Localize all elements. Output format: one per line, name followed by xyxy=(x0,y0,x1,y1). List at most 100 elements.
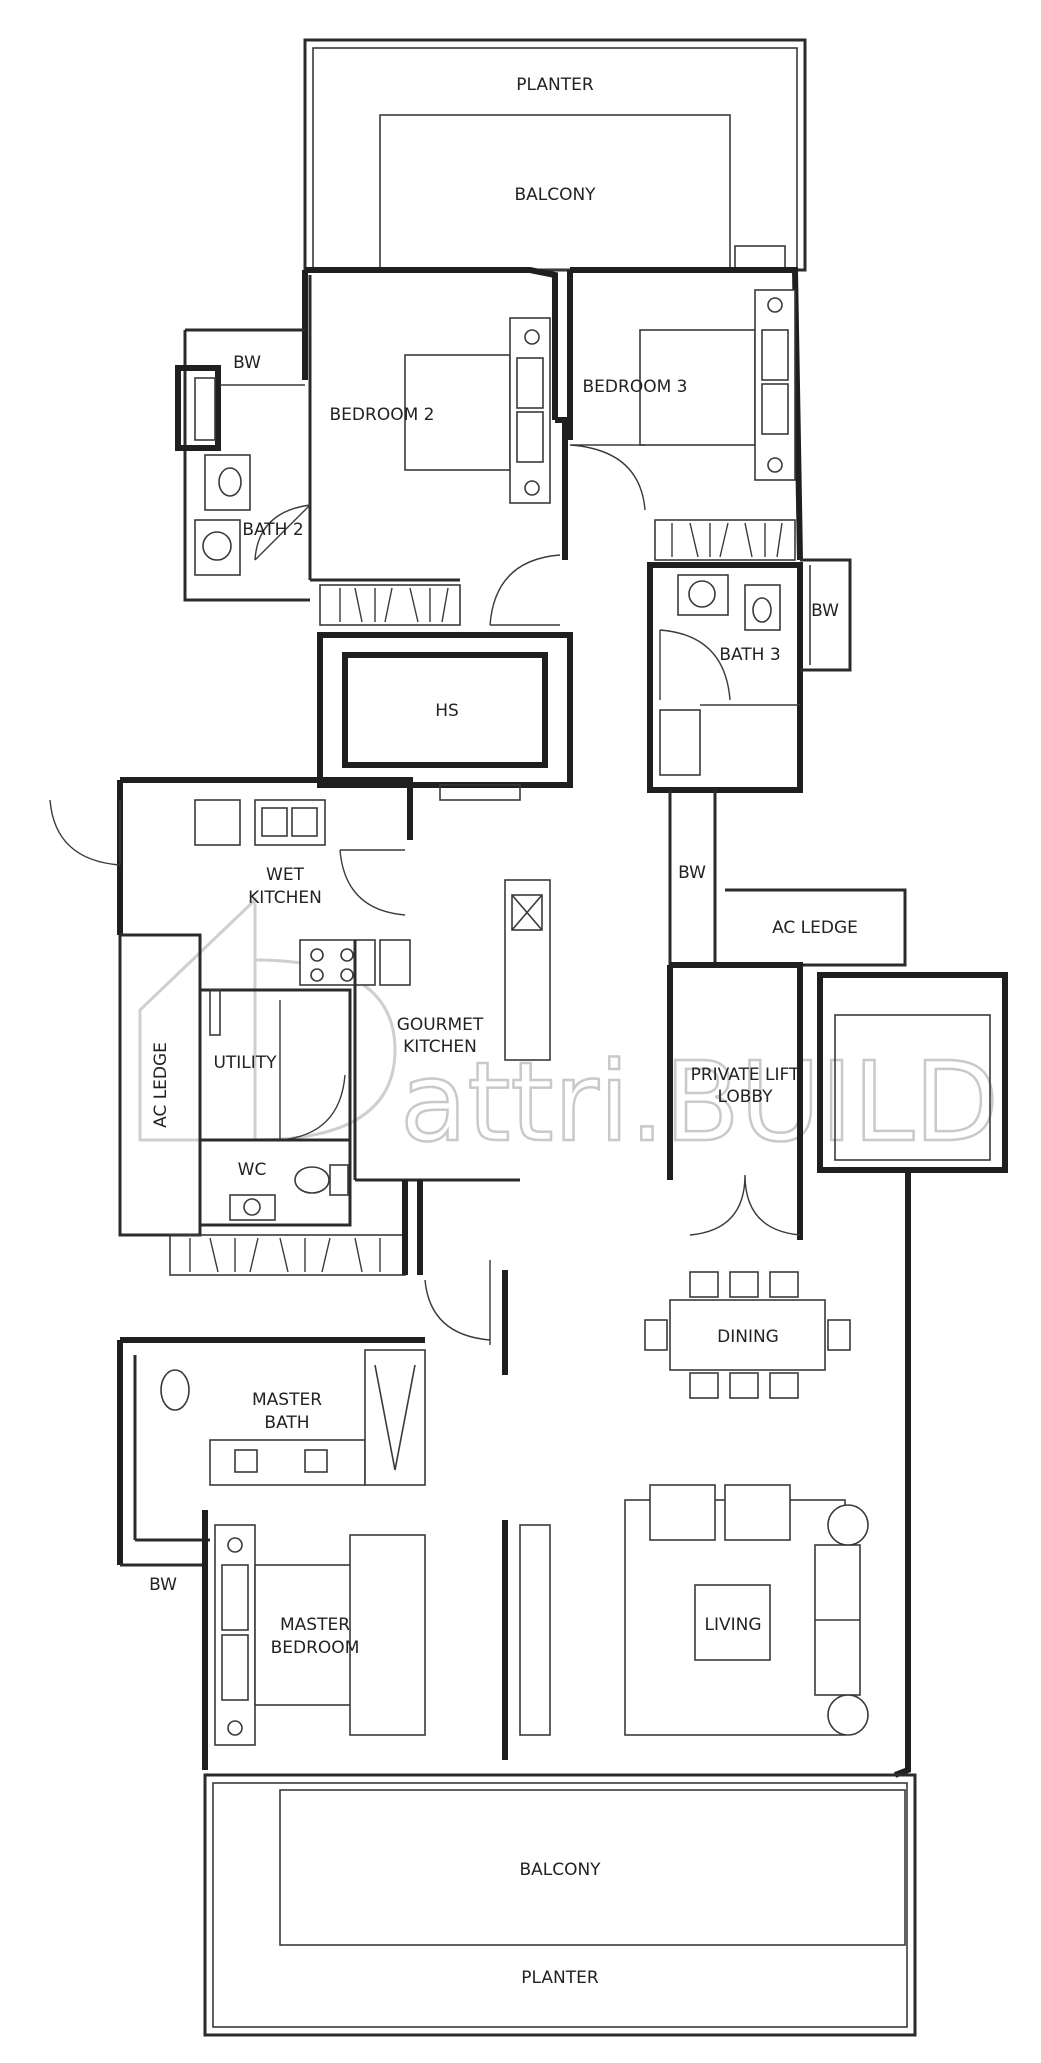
bedroom3-lamp-2 xyxy=(767,457,783,473)
living-side-table-1 xyxy=(827,1504,869,1546)
label-planter-bottom: PLANTER xyxy=(521,1968,599,1988)
label-gourmet-1: GOURMET xyxy=(397,1015,484,1035)
hatch xyxy=(354,1237,363,1273)
hatch xyxy=(719,522,729,558)
master-bath-inner xyxy=(133,1355,210,1542)
master-bath-zone xyxy=(117,1337,426,1565)
bath2-door xyxy=(254,504,311,561)
bath3-shower xyxy=(659,709,701,776)
dining-chair xyxy=(769,1271,799,1298)
bw-left-unit xyxy=(194,377,216,441)
dining-chair xyxy=(729,1372,759,1399)
watermark: attri.BUILD xyxy=(138,896,1000,1167)
living-zone xyxy=(624,1484,869,1736)
label-lift-2: LOBBY xyxy=(717,1087,773,1107)
master-bath-walls xyxy=(117,1337,425,1565)
master-pillow-1 xyxy=(221,1564,249,1631)
bottom-balcony-zone xyxy=(203,1773,917,2037)
bottom-balcony-outline xyxy=(279,1789,906,1946)
bedroom2-headboard xyxy=(509,317,551,504)
wc-toilet-tank xyxy=(329,1164,349,1196)
label-dining: DINING xyxy=(717,1327,779,1347)
label-utility: UTILITY xyxy=(213,1053,277,1073)
hs-door-frame xyxy=(439,784,521,801)
label-bw-mid: BW xyxy=(678,863,706,883)
bottom-planter-outline xyxy=(203,1773,917,2037)
dining-chair xyxy=(644,1319,668,1351)
lift-shaft-outer xyxy=(817,972,1008,1173)
label-master-bed-1: MASTER xyxy=(280,1615,350,1635)
bath3-zone xyxy=(647,558,852,793)
label-living: LIVING xyxy=(704,1615,761,1635)
bw-left-frame xyxy=(175,365,221,451)
hob-burner xyxy=(340,948,354,962)
master-bath-toilet xyxy=(160,1369,190,1411)
dining-chair xyxy=(769,1372,799,1399)
bottom-planter-inner xyxy=(212,1782,908,2028)
right-outer-wall xyxy=(893,1170,911,1778)
lift-shaft-inner xyxy=(834,1014,991,1161)
living-coffee-table xyxy=(694,1584,771,1661)
label-gourmet-2: KITCHEN xyxy=(403,1037,477,1057)
bedroom3-walls xyxy=(567,267,803,561)
label-bw-right: BW xyxy=(811,601,839,621)
hs-inner xyxy=(342,652,548,768)
label-bw-bottom: BW xyxy=(149,1575,177,1595)
hob-burner xyxy=(310,948,324,962)
label-ac-ledge-right: AC LEDGE xyxy=(772,918,858,938)
utility-walls xyxy=(198,988,352,1227)
master-bath-basin-2 xyxy=(304,1449,328,1473)
master-corridor-walls xyxy=(402,1180,423,1275)
watermark-d-shape xyxy=(254,958,397,1142)
watermark-text: attri.BUILD xyxy=(400,1038,999,1166)
bath2-walls xyxy=(183,328,310,602)
dining-chair xyxy=(689,1271,719,1298)
bedroom2-bed xyxy=(404,354,511,471)
master-bath-tub-shape xyxy=(374,1364,416,1471)
label-bath3: BATH 3 xyxy=(719,645,780,665)
master-tv-console xyxy=(519,1524,551,1736)
bedroom2-walls xyxy=(302,267,568,560)
master-bath-basin-1 xyxy=(234,1449,258,1473)
island-sink-x2 xyxy=(511,894,543,931)
bedroom3-pillow-1 xyxy=(761,329,789,381)
top-ledge-box xyxy=(734,245,786,271)
dining-table xyxy=(669,1299,826,1371)
lift-lobby-walls xyxy=(667,962,803,1240)
dining-chair xyxy=(689,1372,719,1399)
hatch xyxy=(689,522,699,558)
sink-bowl-1 xyxy=(261,807,288,837)
bedroom2-lamp-1 xyxy=(524,329,540,345)
wet-kitchen-sink xyxy=(254,799,326,846)
label-master-bath-1: MASTER xyxy=(252,1390,322,1410)
bedroom2-lamp-2 xyxy=(524,480,540,496)
bedroom2-pillow-1 xyxy=(516,357,544,409)
living-side-table-2 xyxy=(827,1694,869,1736)
hatch xyxy=(279,1237,289,1273)
label-lift-1: PRIVATE LIFT xyxy=(691,1065,800,1085)
label-bath2: BATH 2 xyxy=(242,520,303,540)
dining-chair xyxy=(729,1271,759,1298)
bedroom2-inner-walls xyxy=(308,275,460,582)
hs-zone xyxy=(317,632,573,801)
bath3-basin xyxy=(688,580,716,608)
wet-kitchen-oven xyxy=(379,939,411,986)
hatch xyxy=(249,1237,259,1273)
bath3-door xyxy=(659,629,731,701)
wet-kitchen-zone xyxy=(49,777,413,986)
bw-right-frame xyxy=(800,558,852,672)
wet-kitchen-fridge xyxy=(194,799,241,846)
bath3-walls xyxy=(647,562,803,793)
utility-zone xyxy=(198,988,520,1227)
label-hs: HS xyxy=(435,701,459,721)
utility-heater xyxy=(209,989,221,1036)
lift-lobby-door xyxy=(689,1174,801,1236)
label-ac-ledge-left: AC LEDGE xyxy=(151,1042,171,1128)
room-labels: PLANTER BALCONY BW BEDROOM 2 BEDROOM 3 B… xyxy=(149,75,858,1988)
label-planter-top: PLANTER xyxy=(516,75,594,95)
bedroom3-lamp-1 xyxy=(767,297,783,313)
label-balcony-top: BALCONY xyxy=(514,185,596,205)
bath3-toilet xyxy=(752,597,772,623)
bedroom2-wardrobe xyxy=(319,584,461,626)
